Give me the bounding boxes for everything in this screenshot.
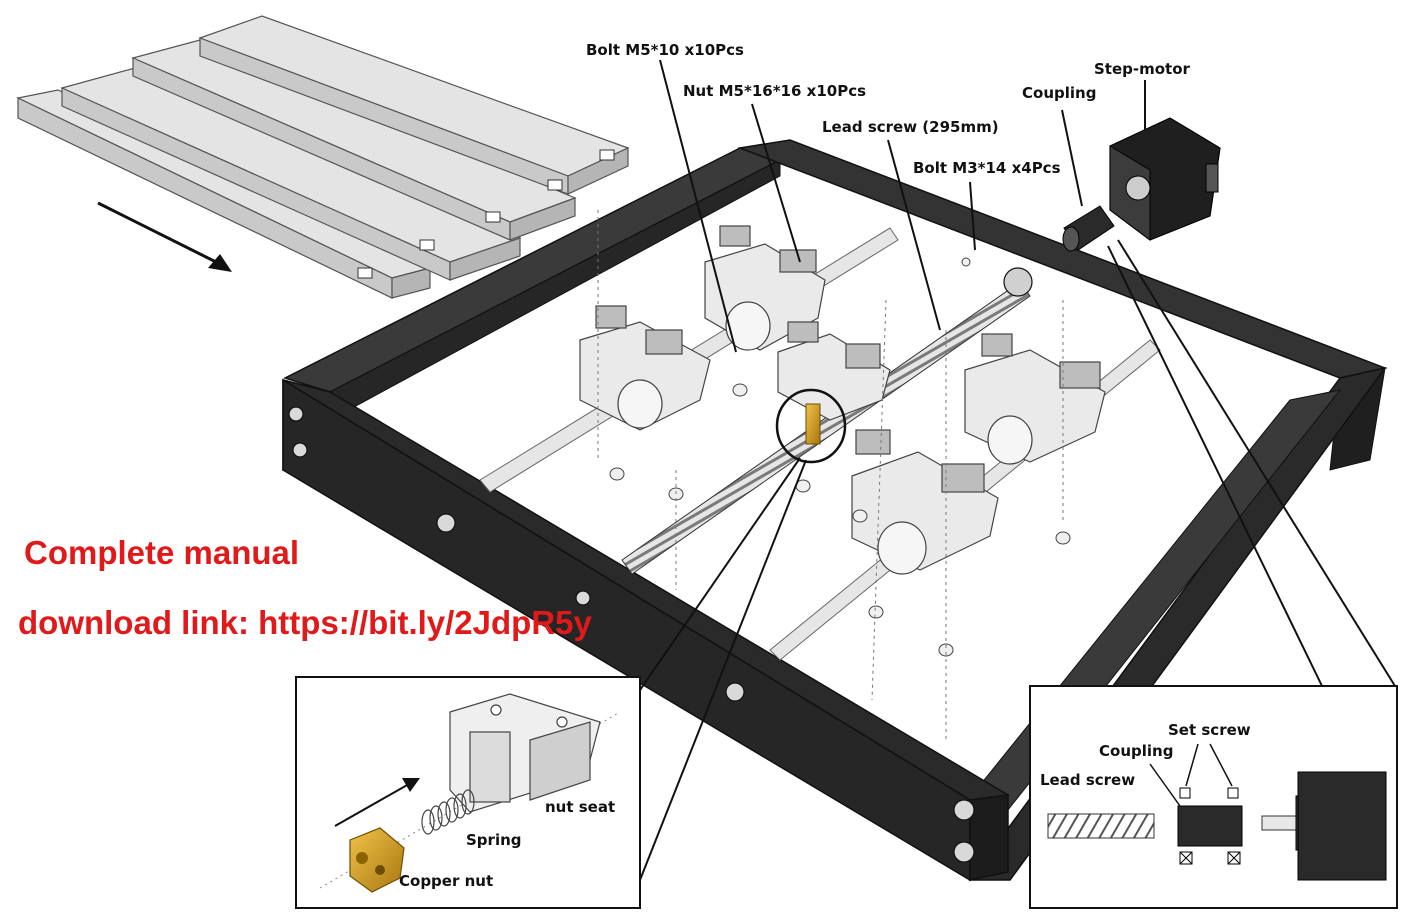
aluminum-plate [60,67,522,281]
inset-coupling-box [1029,685,1398,909]
inset-spring [421,789,475,835]
inset-label-coupling: Coupling [1099,742,1174,760]
label-step-motor: Step-motor [1094,60,1190,78]
manual-notice-line2[interactable]: download link: https://bit.ly/2JdpR5y [18,604,592,641]
inset-motor [1261,771,1387,881]
bearing-block [851,429,999,575]
inset-label-spring: Spring [466,831,522,849]
bearing-block [579,305,711,431]
inset-arrow [334,778,420,827]
direction-arrow [97,201,232,272]
label-lead-screw: Lead screw (295mm) [822,118,999,136]
label-coupling: Coupling [1022,84,1097,102]
copper-nut-highlight [805,403,821,445]
zoom-circle [775,388,847,464]
bearing-block [964,333,1106,465]
slot-ends [357,149,615,279]
label-bolt-m5: Bolt M5*10 x10Pcs [586,41,744,59]
coupling [1062,205,1115,252]
set-screw-x-marker [1179,851,1241,865]
aluminum-plates [16,15,630,299]
manual-notice-line1: Complete manual [24,534,300,571]
loose-bolts [609,257,1071,657]
set-screw-marker [1179,787,1191,799]
step-motor [1109,117,1221,241]
frame-bolts [288,406,975,863]
aluminum-plate [16,89,432,299]
dashed-guides [597,210,1064,740]
inset-label-lead-screw: Lead screw [1040,771,1136,789]
inset-label-set-screw: Set screw [1168,721,1251,739]
inset-lead-screw [1047,813,1155,839]
motor-mount-hole [1003,267,1033,297]
inset-copper-nut [349,827,405,893]
label-bolt-m3: Bolt M3*14 x4Pcs [913,159,1061,177]
label-nut-m5: Nut M5*16*16 x10Pcs [683,82,867,100]
bearing-blocks [579,225,1106,575]
set-screw-pointers [1149,743,1233,807]
inset-coupling [1177,805,1243,847]
inset-nut-box [295,676,641,909]
inset-nut-seat [449,693,601,813]
leader-lines [639,59,1396,881]
set-screw-marker [1227,787,1239,799]
inset-label-nut-seat: nut seat [545,798,616,816]
aluminum-plate [131,39,577,241]
inset-label-copper-nut: Copper nut [399,872,494,890]
